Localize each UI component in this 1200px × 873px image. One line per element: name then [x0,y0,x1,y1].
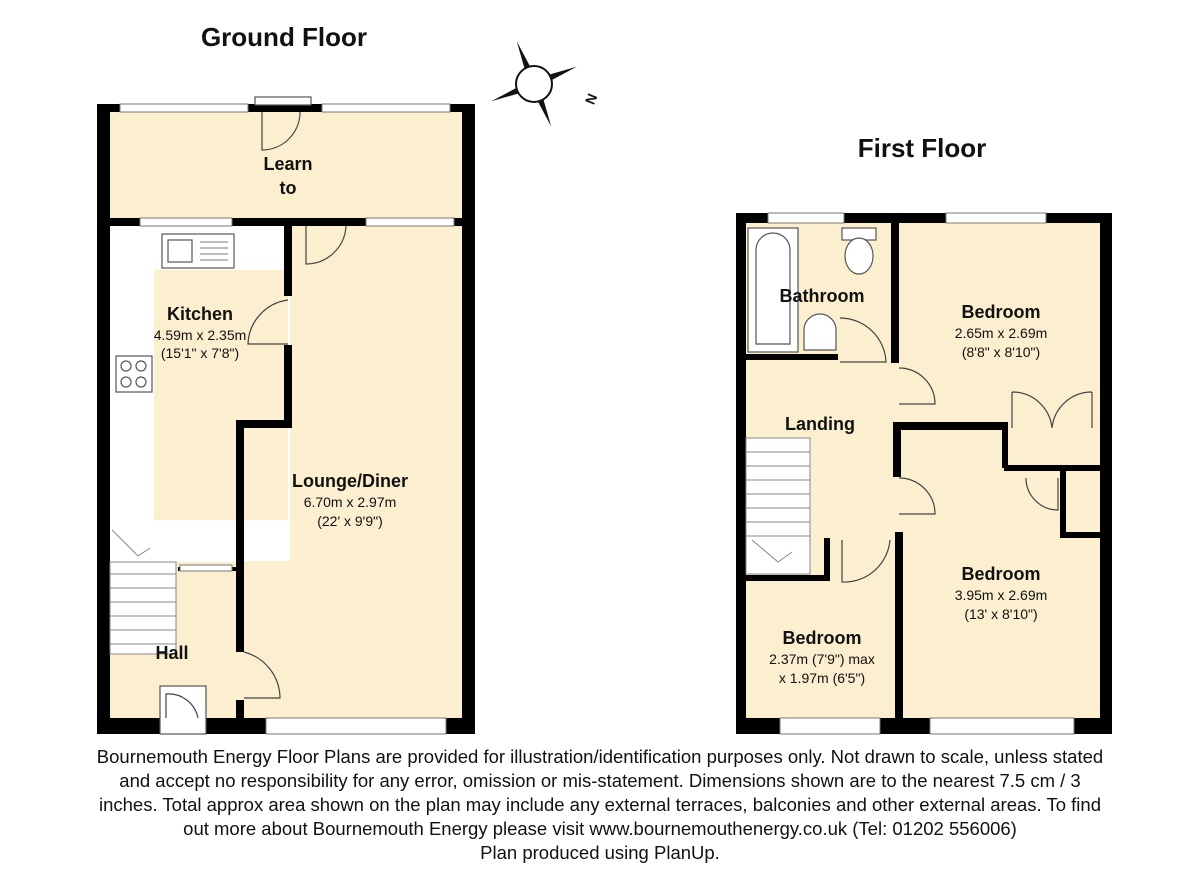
room-name-bedroom-1: Bedroom [961,302,1040,322]
first-floor-title: First Floor [858,133,987,163]
room-dim-bedroom-2-metric: 3.95m x 2.69m [955,587,1048,603]
entrance-porch [159,685,207,735]
wall [893,422,901,477]
disclaimer-text: Bournemouth Energy Floor Plans are provi… [10,745,1190,865]
first-stairs [745,437,811,575]
room-name-landing: Landing [785,414,855,434]
compass-rose-icon: N [491,41,601,127]
room-name-bathroom: Bathroom [780,286,865,306]
window [265,717,447,735]
disclaimer-line: Plan produced using PlanUp. [480,842,720,863]
room-dim-bedroom-3-line1: 2.37m (7'9") max [769,651,875,667]
hob-ring [120,360,132,372]
room-dim-lounge-metric: 6.70m x 2.97m [304,494,397,510]
wall [236,420,244,652]
wall [110,218,462,226]
porch-step [254,96,312,106]
window [767,212,845,224]
front-porch-door [261,111,301,151]
wall [1004,465,1100,471]
wall [891,223,899,363]
compass-north-label: N [582,91,601,106]
wall [1002,422,1008,468]
kitchen-door [247,299,289,345]
window [365,217,455,227]
hob-ring [120,376,132,388]
sink-bowl [167,239,193,263]
ground-floor-title: Ground Floor [201,22,367,52]
window [779,717,881,735]
room-dim-bedroom-2-imperial: (13' x 8'10") [964,606,1037,622]
room-name-bedroom-2: Bedroom [961,564,1040,584]
room-name-learn-to: Learn [263,154,312,174]
room-dim-kitchen-metric: 4.59m x 2.35m [154,327,247,343]
hall-lounge-door [243,651,281,699]
wall [462,104,475,734]
disclaimer-line: out more about Bournemouth Energy please… [183,818,1017,839]
wall [893,422,1007,430]
hob-ring [135,360,147,372]
first-floor-plan: First Floor [736,133,1112,735]
room-dim-bedroom-1-metric: 2.65m x 2.69m [955,325,1048,341]
window [945,212,1047,224]
toilet-bowl [844,237,874,275]
wall [824,538,830,581]
wall [284,345,292,425]
window [321,103,451,113]
room-dim-kitchen-imperial: (15'1" x 7'8") [161,345,239,361]
disclaimer-line: and accept no responsibility for any err… [119,770,1081,791]
wall [97,104,475,112]
kitchen-floor [154,270,288,520]
entrance-door [165,693,199,719]
window [179,564,233,572]
ground-floor-plan: Ground Floor [97,22,475,735]
wall [236,420,292,428]
window [119,103,249,113]
bedroom3-door [841,539,891,583]
wall [1060,468,1066,536]
disclaimer-line: inches. Total approx area shown on the p… [98,794,1101,815]
room-name-lounge: Lounge/Diner [292,471,408,491]
kitchen-lower-area [110,520,238,562]
wall [736,213,1112,223]
wall [746,575,826,581]
wall [746,354,838,360]
wall [736,213,746,734]
window [929,717,1075,735]
window [139,217,233,227]
wash-basin [803,313,837,351]
disclaimer-line: Bournemouth Energy Floor Plans are provi… [96,746,1104,767]
wall [1100,213,1112,734]
floor-plan-diagram: Ground Floor [97,22,1112,735]
room-dim-lounge-imperial: (22' x 9'9") [317,513,383,529]
bath-tub-inner [755,232,791,345]
wall [284,226,292,296]
room-dim-bedroom-1-imperial: (8'8" x 8'10") [962,344,1040,360]
wardrobe-doors [1011,391,1093,429]
bedroom1-door [898,367,936,405]
hob-ring [135,376,147,388]
lounge-door [305,225,347,265]
bedroom2-door [898,477,936,515]
room-name-hall: Hall [155,643,188,663]
room-name-kitchen: Kitchen [167,304,233,324]
wall [236,700,244,718]
wall [1060,532,1100,538]
cupboard-door [1025,477,1059,511]
wall [97,104,110,734]
hob [115,355,153,393]
room-name-learn-to-line2: to [280,178,297,198]
room-dim-bedroom-3-line2: x 1.97m (6'5") [779,670,865,686]
ground-stairs [109,529,177,655]
room-name-bedroom-3: Bedroom [782,628,861,648]
bathroom-door [839,317,887,363]
wall [895,532,903,718]
